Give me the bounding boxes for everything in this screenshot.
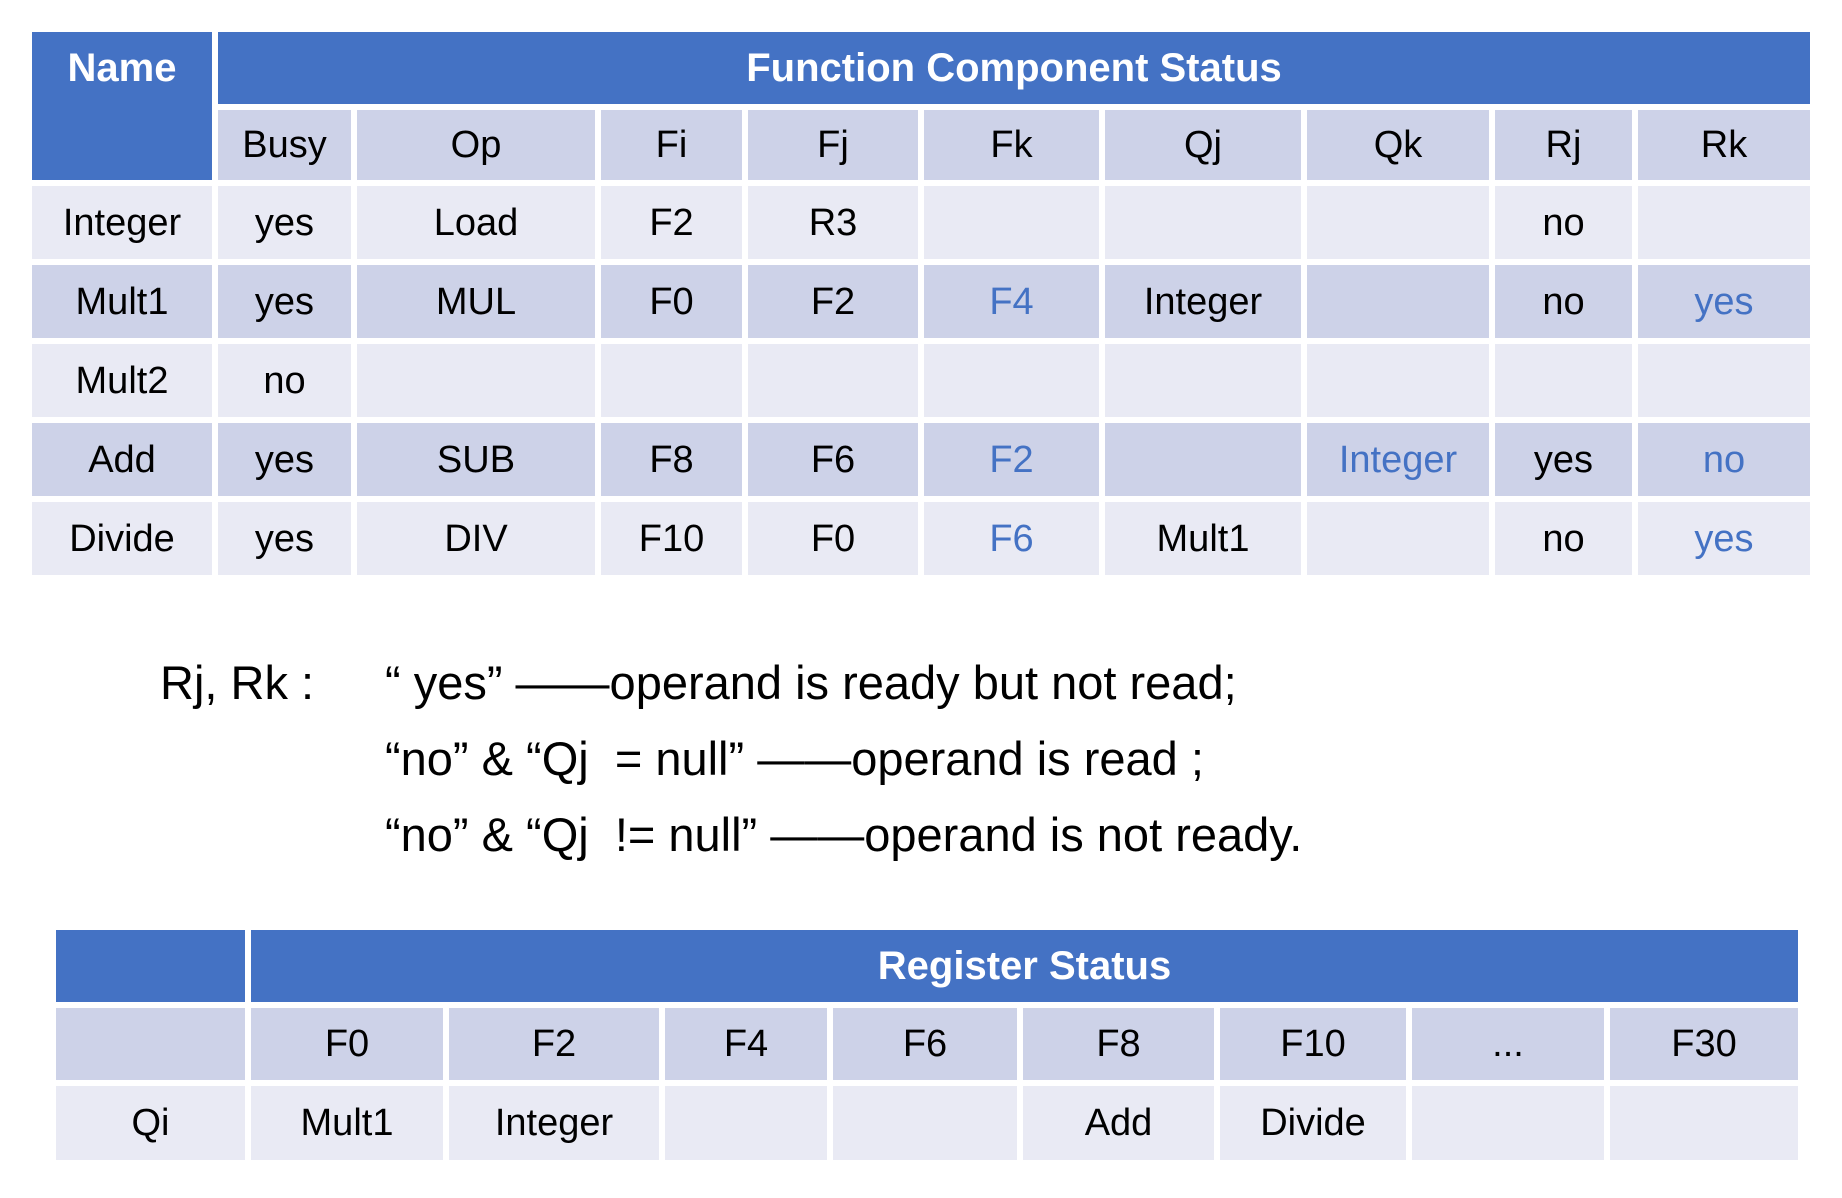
table-cell bbox=[601, 344, 742, 417]
column-header-qj: Qj bbox=[1105, 110, 1301, 180]
table-cell bbox=[1307, 186, 1489, 259]
table-cell: yes bbox=[218, 265, 351, 338]
table-cell: yes bbox=[1638, 502, 1810, 575]
column-header-f2: F2 bbox=[449, 1008, 659, 1080]
table-cell: SUB bbox=[357, 423, 595, 496]
legend-line-no-notnull: “no” & “Qj != null” ——operand is not rea… bbox=[385, 808, 1303, 861]
table-cell bbox=[1307, 265, 1489, 338]
table-cell bbox=[748, 344, 918, 417]
row-name-cell: Add bbox=[32, 423, 212, 496]
table-cell: Integer bbox=[1307, 423, 1489, 496]
table-cell bbox=[1105, 186, 1301, 259]
column-header-busy: Busy bbox=[218, 110, 351, 180]
table-cell: F6 bbox=[924, 502, 1099, 575]
register-header-empty bbox=[56, 1008, 245, 1080]
row-name-cell: Mult1 bbox=[32, 265, 212, 338]
table-cell bbox=[1105, 344, 1301, 417]
column-header-rj: Rj bbox=[1495, 110, 1632, 180]
table-cell bbox=[924, 344, 1099, 417]
table-cell: F4 bbox=[924, 265, 1099, 338]
column-header-f4: F4 bbox=[665, 1008, 827, 1080]
table-cell: F10 bbox=[601, 502, 742, 575]
table-cell: yes bbox=[1638, 265, 1810, 338]
legend-label: Rj, Rk : bbox=[160, 656, 315, 709]
row-name-cell: Divide bbox=[32, 502, 212, 575]
legend-line-yes: “ yes” ——operand is ready but not read; bbox=[385, 656, 1237, 709]
table-cell: F2 bbox=[748, 265, 918, 338]
table-cell bbox=[1638, 344, 1810, 417]
legend-lines: “ yes” ——operand is ready but not read; … bbox=[385, 645, 1302, 873]
column-header-f0: F0 bbox=[251, 1008, 443, 1080]
table-cell bbox=[1307, 502, 1489, 575]
table-cell: Mult1 bbox=[251, 1086, 443, 1160]
column-header-f30: F30 bbox=[1610, 1008, 1798, 1080]
table-cell bbox=[1412, 1086, 1604, 1160]
column-header-f10: F10 bbox=[1220, 1008, 1406, 1080]
column-header-qk: Qk bbox=[1307, 110, 1489, 180]
table-cell: no bbox=[1495, 265, 1632, 338]
table-cell: yes bbox=[218, 186, 351, 259]
table-cell: F8 bbox=[601, 423, 742, 496]
register-table-corner-cell bbox=[56, 930, 245, 1002]
table-cell: Load bbox=[357, 186, 595, 259]
function-table-title: Function Component Status bbox=[218, 32, 1810, 104]
table-cell: F0 bbox=[748, 502, 918, 575]
table-cell bbox=[1495, 344, 1632, 417]
function-component-status-table: Name Function Component Status Busy Op F… bbox=[32, 32, 1810, 575]
table-cell bbox=[1307, 344, 1489, 417]
table-cell: Integer bbox=[1105, 265, 1301, 338]
column-header-ellipsis: ... bbox=[1412, 1008, 1604, 1080]
row-name-cell: Mult2 bbox=[32, 344, 212, 417]
table-cell bbox=[357, 344, 595, 417]
table-cell: F6 bbox=[748, 423, 918, 496]
table-cell bbox=[1105, 423, 1301, 496]
column-header-fj: Fj bbox=[748, 110, 918, 180]
column-header-rk: Rk bbox=[1638, 110, 1810, 180]
column-header-fi: Fi bbox=[601, 110, 742, 180]
table-cell bbox=[1610, 1086, 1798, 1160]
column-header-f6: F6 bbox=[833, 1008, 1017, 1080]
table-cell bbox=[833, 1086, 1017, 1160]
column-header-f8: F8 bbox=[1023, 1008, 1214, 1080]
name-column-header: Name bbox=[32, 32, 212, 180]
table-cell bbox=[1638, 186, 1810, 259]
table-cell: no bbox=[1495, 186, 1632, 259]
legend-note: Rj, Rk : “ yes” ——operand is ready but n… bbox=[160, 645, 1302, 873]
table-cell: yes bbox=[218, 502, 351, 575]
register-table-title: Register Status bbox=[251, 930, 1798, 1002]
table-cell: MUL bbox=[357, 265, 595, 338]
table-cell bbox=[665, 1086, 827, 1160]
table-cell: R3 bbox=[748, 186, 918, 259]
table-cell: F2 bbox=[924, 423, 1099, 496]
legend-line-no-null: “no” & “Qj = null” ——operand is read ; bbox=[385, 732, 1204, 785]
table-cell: Add bbox=[1023, 1086, 1214, 1160]
register-status-table: Register Status F0 F2 F4 F6 F8 F10 ... F… bbox=[56, 930, 1798, 1160]
column-header-fk: Fk bbox=[924, 110, 1099, 180]
table-cell: Integer bbox=[449, 1086, 659, 1160]
table-cell: yes bbox=[1495, 423, 1632, 496]
table-cell: Mult1 bbox=[1105, 502, 1301, 575]
qi-row-label: Qi bbox=[56, 1086, 245, 1160]
table-cell: Divide bbox=[1220, 1086, 1406, 1160]
table-cell: no bbox=[1495, 502, 1632, 575]
table-cell: F2 bbox=[601, 186, 742, 259]
table-cell: no bbox=[218, 344, 351, 417]
table-cell: no bbox=[1638, 423, 1810, 496]
column-header-op: Op bbox=[357, 110, 595, 180]
table-cell: DIV bbox=[357, 502, 595, 575]
table-cell: F0 bbox=[601, 265, 742, 338]
table-cell bbox=[924, 186, 1099, 259]
row-name-cell: Integer bbox=[32, 186, 212, 259]
table-cell: yes bbox=[218, 423, 351, 496]
